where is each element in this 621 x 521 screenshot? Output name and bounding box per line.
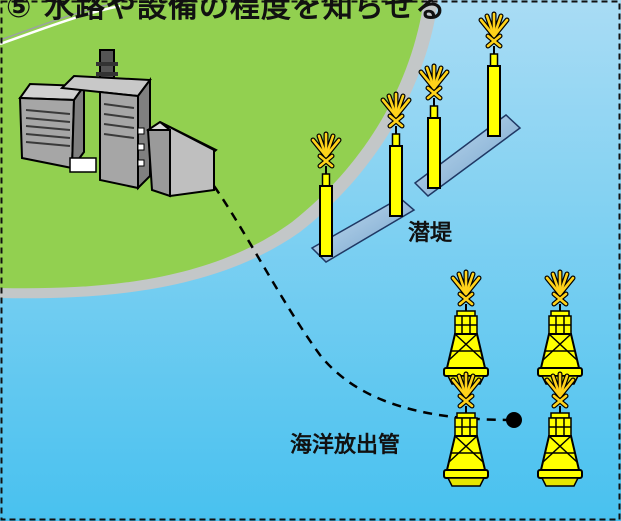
outfall-pipe-label: 海洋放出管 (290, 433, 401, 458)
breakwater-label: 潜堤 (408, 221, 453, 246)
outfall-pipe-line (212, 185, 513, 422)
outfall-end-icon (506, 412, 522, 428)
factory-icon (18, 49, 218, 198)
page-title: ⑤ 水路や設備の程度を知らせる (6, 0, 447, 25)
